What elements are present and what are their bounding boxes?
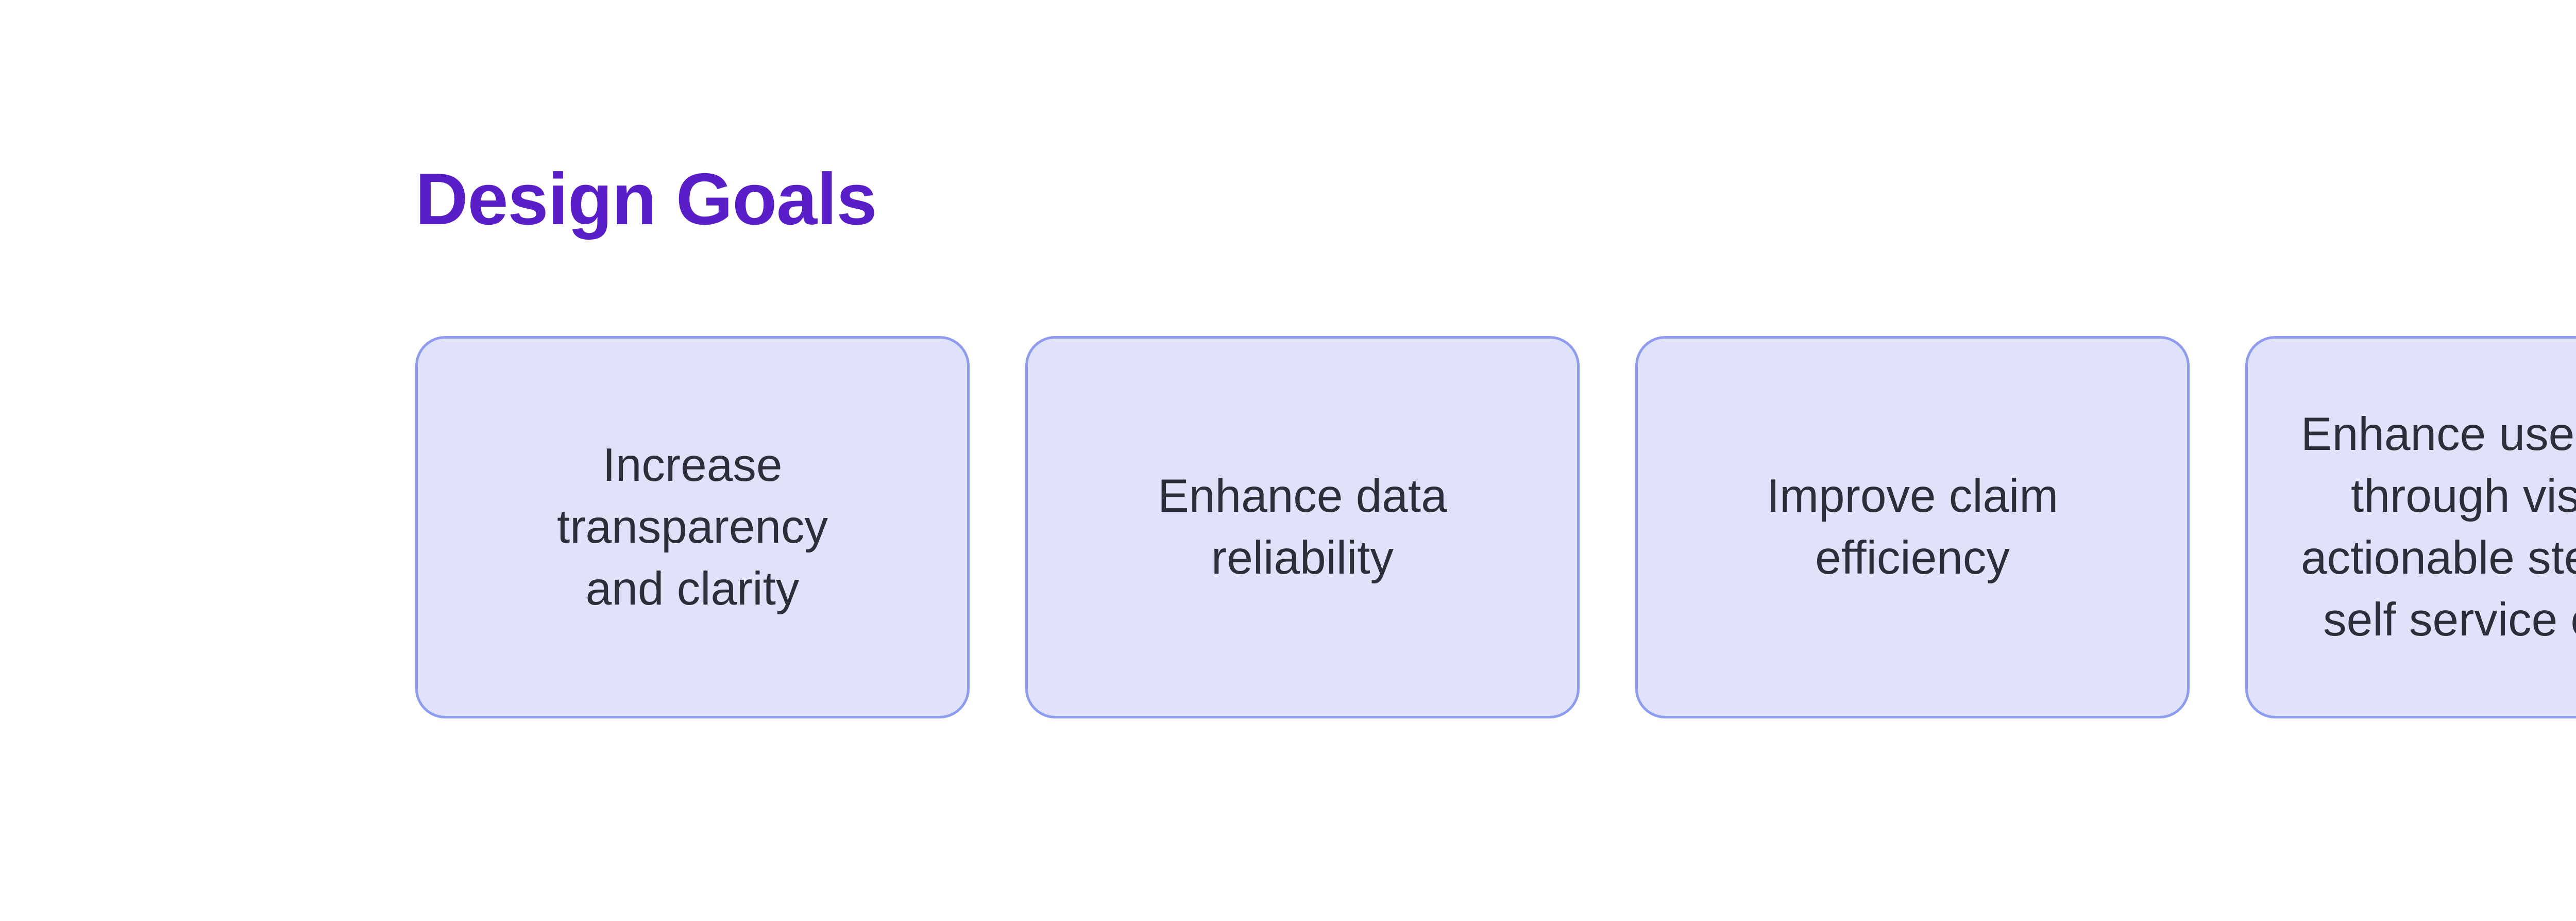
goal-card-text: Enhance user control through visibility,… [2301, 404, 2576, 651]
goal-card-transparency: Increase transparency and clarity [415, 336, 970, 718]
goal-text-line: through visibility, [2351, 470, 2576, 522]
goal-card-text: Enhance data reliability [1158, 465, 1447, 589]
goal-card-data-reliability: Enhance data reliability [1025, 336, 1580, 718]
goal-card-user-control: Enhance user control through visibility,… [2245, 336, 2576, 718]
page-title: Design Goals [415, 158, 877, 240]
goal-text-line: self service options [2323, 594, 2576, 646]
goal-card-text: Improve claim efficiency [1767, 465, 2058, 589]
goal-text-line: Improve claim [1766, 470, 2059, 522]
goal-text-line: reliability [1211, 532, 1394, 584]
goal-text-line: Enhance data [1158, 470, 1447, 522]
goal-text-line: actionable steps, and [2300, 532, 2576, 584]
goal-text-line: efficiency [1815, 532, 2010, 584]
goal-card-claim-efficiency: Improve claim efficiency [1635, 336, 2190, 718]
goal-text-line: and clarity [585, 563, 800, 615]
goal-text-line: Enhance user control [2301, 408, 2576, 460]
goal-text-line: transparency [556, 501, 828, 553]
goal-cards-row: Increase transparency and clarity Enhanc… [415, 336, 2576, 718]
goal-text-line: Increase [602, 439, 783, 491]
goal-card-text: Increase transparency and clarity [557, 434, 828, 620]
